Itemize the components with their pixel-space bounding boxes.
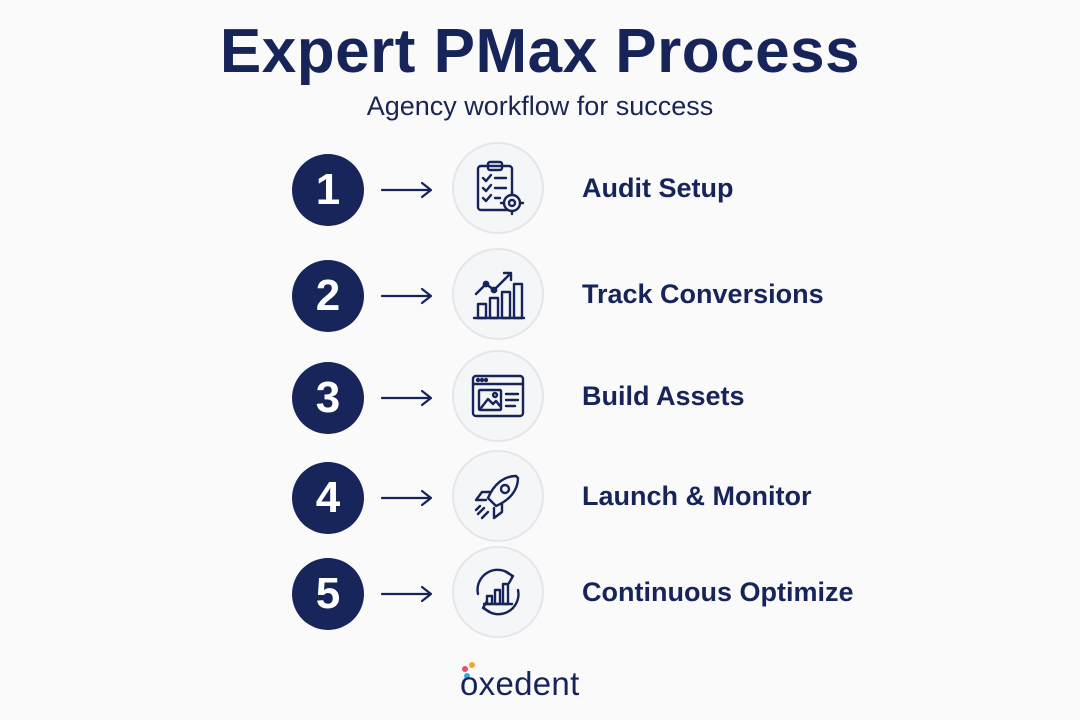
step-icon-container — [452, 450, 544, 542]
step-label: Audit Setup — [582, 173, 734, 203]
step-3: 3 Build Assets — [0, 350, 1080, 446]
step-number-badge: 3 — [292, 362, 364, 434]
rocket-icon — [474, 474, 520, 520]
logo-dot-pink — [462, 666, 468, 672]
arrow-right-icon — [380, 489, 433, 507]
clipboard-checklist-gear-icon — [476, 160, 525, 216]
logo-dot-orange — [469, 662, 475, 668]
logo-wordmark: oxedent — [460, 665, 580, 702]
step-icon-container — [452, 546, 544, 638]
step-label: Launch & Monitor — [582, 481, 812, 511]
step-label: Build Assets — [582, 381, 745, 411]
cycle-bar-chart-icon — [476, 568, 520, 616]
logo-dot-blue — [464, 673, 470, 679]
arrow-right-icon — [380, 287, 433, 305]
arrow-right-icon — [380, 585, 433, 603]
page-subtitle: Agency workflow for success — [366, 91, 714, 121]
step-icon-container — [452, 248, 544, 340]
bar-chart-trend-icon — [472, 271, 526, 320]
step-label: Track Conversions — [582, 279, 824, 309]
brand-logo: oxedent — [460, 660, 620, 706]
step-4: 4 Launch & Monitor — [0, 450, 1080, 546]
step-2: 2 Track Conversions — [0, 248, 1080, 344]
step-number-badge: 2 — [292, 260, 364, 332]
step-5: 5 Continuous Optimize — [0, 546, 1080, 642]
page-title: Expert PMax Process — [219, 17, 861, 86]
step-icon-container — [452, 350, 544, 442]
step-icon-container — [452, 142, 544, 234]
step-1: 1 Audit Setup — [0, 142, 1080, 238]
step-number-badge: 5 — [292, 558, 364, 630]
step-label: Continuous Optimize — [582, 577, 854, 607]
step-number-badge: 1 — [292, 154, 364, 226]
arrow-right-icon — [380, 389, 433, 407]
step-number-badge: 4 — [292, 462, 364, 534]
browser-window-image-icon — [471, 374, 525, 418]
arrow-right-icon — [380, 181, 433, 199]
